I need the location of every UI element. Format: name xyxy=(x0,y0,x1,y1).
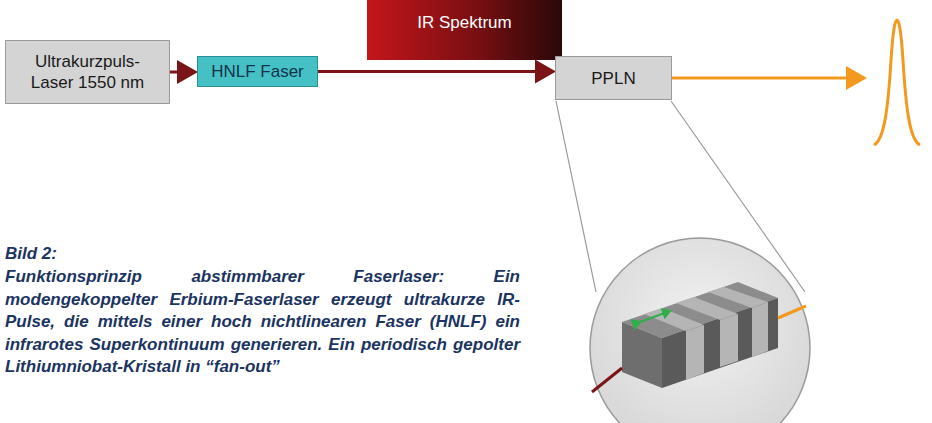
output-beam xyxy=(672,77,864,80)
beam-arrow xyxy=(318,70,553,73)
beam-arrow xyxy=(170,71,195,74)
figure-caption: Funktionsprinzip abstimmbarer Faserlaser… xyxy=(5,266,520,379)
box-label: IR Spektrum xyxy=(417,12,511,33)
crystal-box: PPLN xyxy=(555,56,672,100)
box-label: HNLF Faser xyxy=(211,61,304,82)
box-label: PPLN xyxy=(591,68,635,89)
output-pulse xyxy=(874,20,920,145)
ppln-crystal xyxy=(592,282,806,392)
spectrum-band: IR Spektrum xyxy=(367,0,562,60)
figure-title: Bild 2: xyxy=(5,243,520,266)
fiber-box: HNLF Faser xyxy=(197,56,318,87)
zoom-line xyxy=(556,101,596,292)
laser-box: Ultrakurzpuls- Laser 1550 nm xyxy=(5,40,170,104)
box-label: Ultrakurzpuls- Laser 1550 nm xyxy=(14,51,161,93)
magnifier-circle xyxy=(590,238,810,423)
